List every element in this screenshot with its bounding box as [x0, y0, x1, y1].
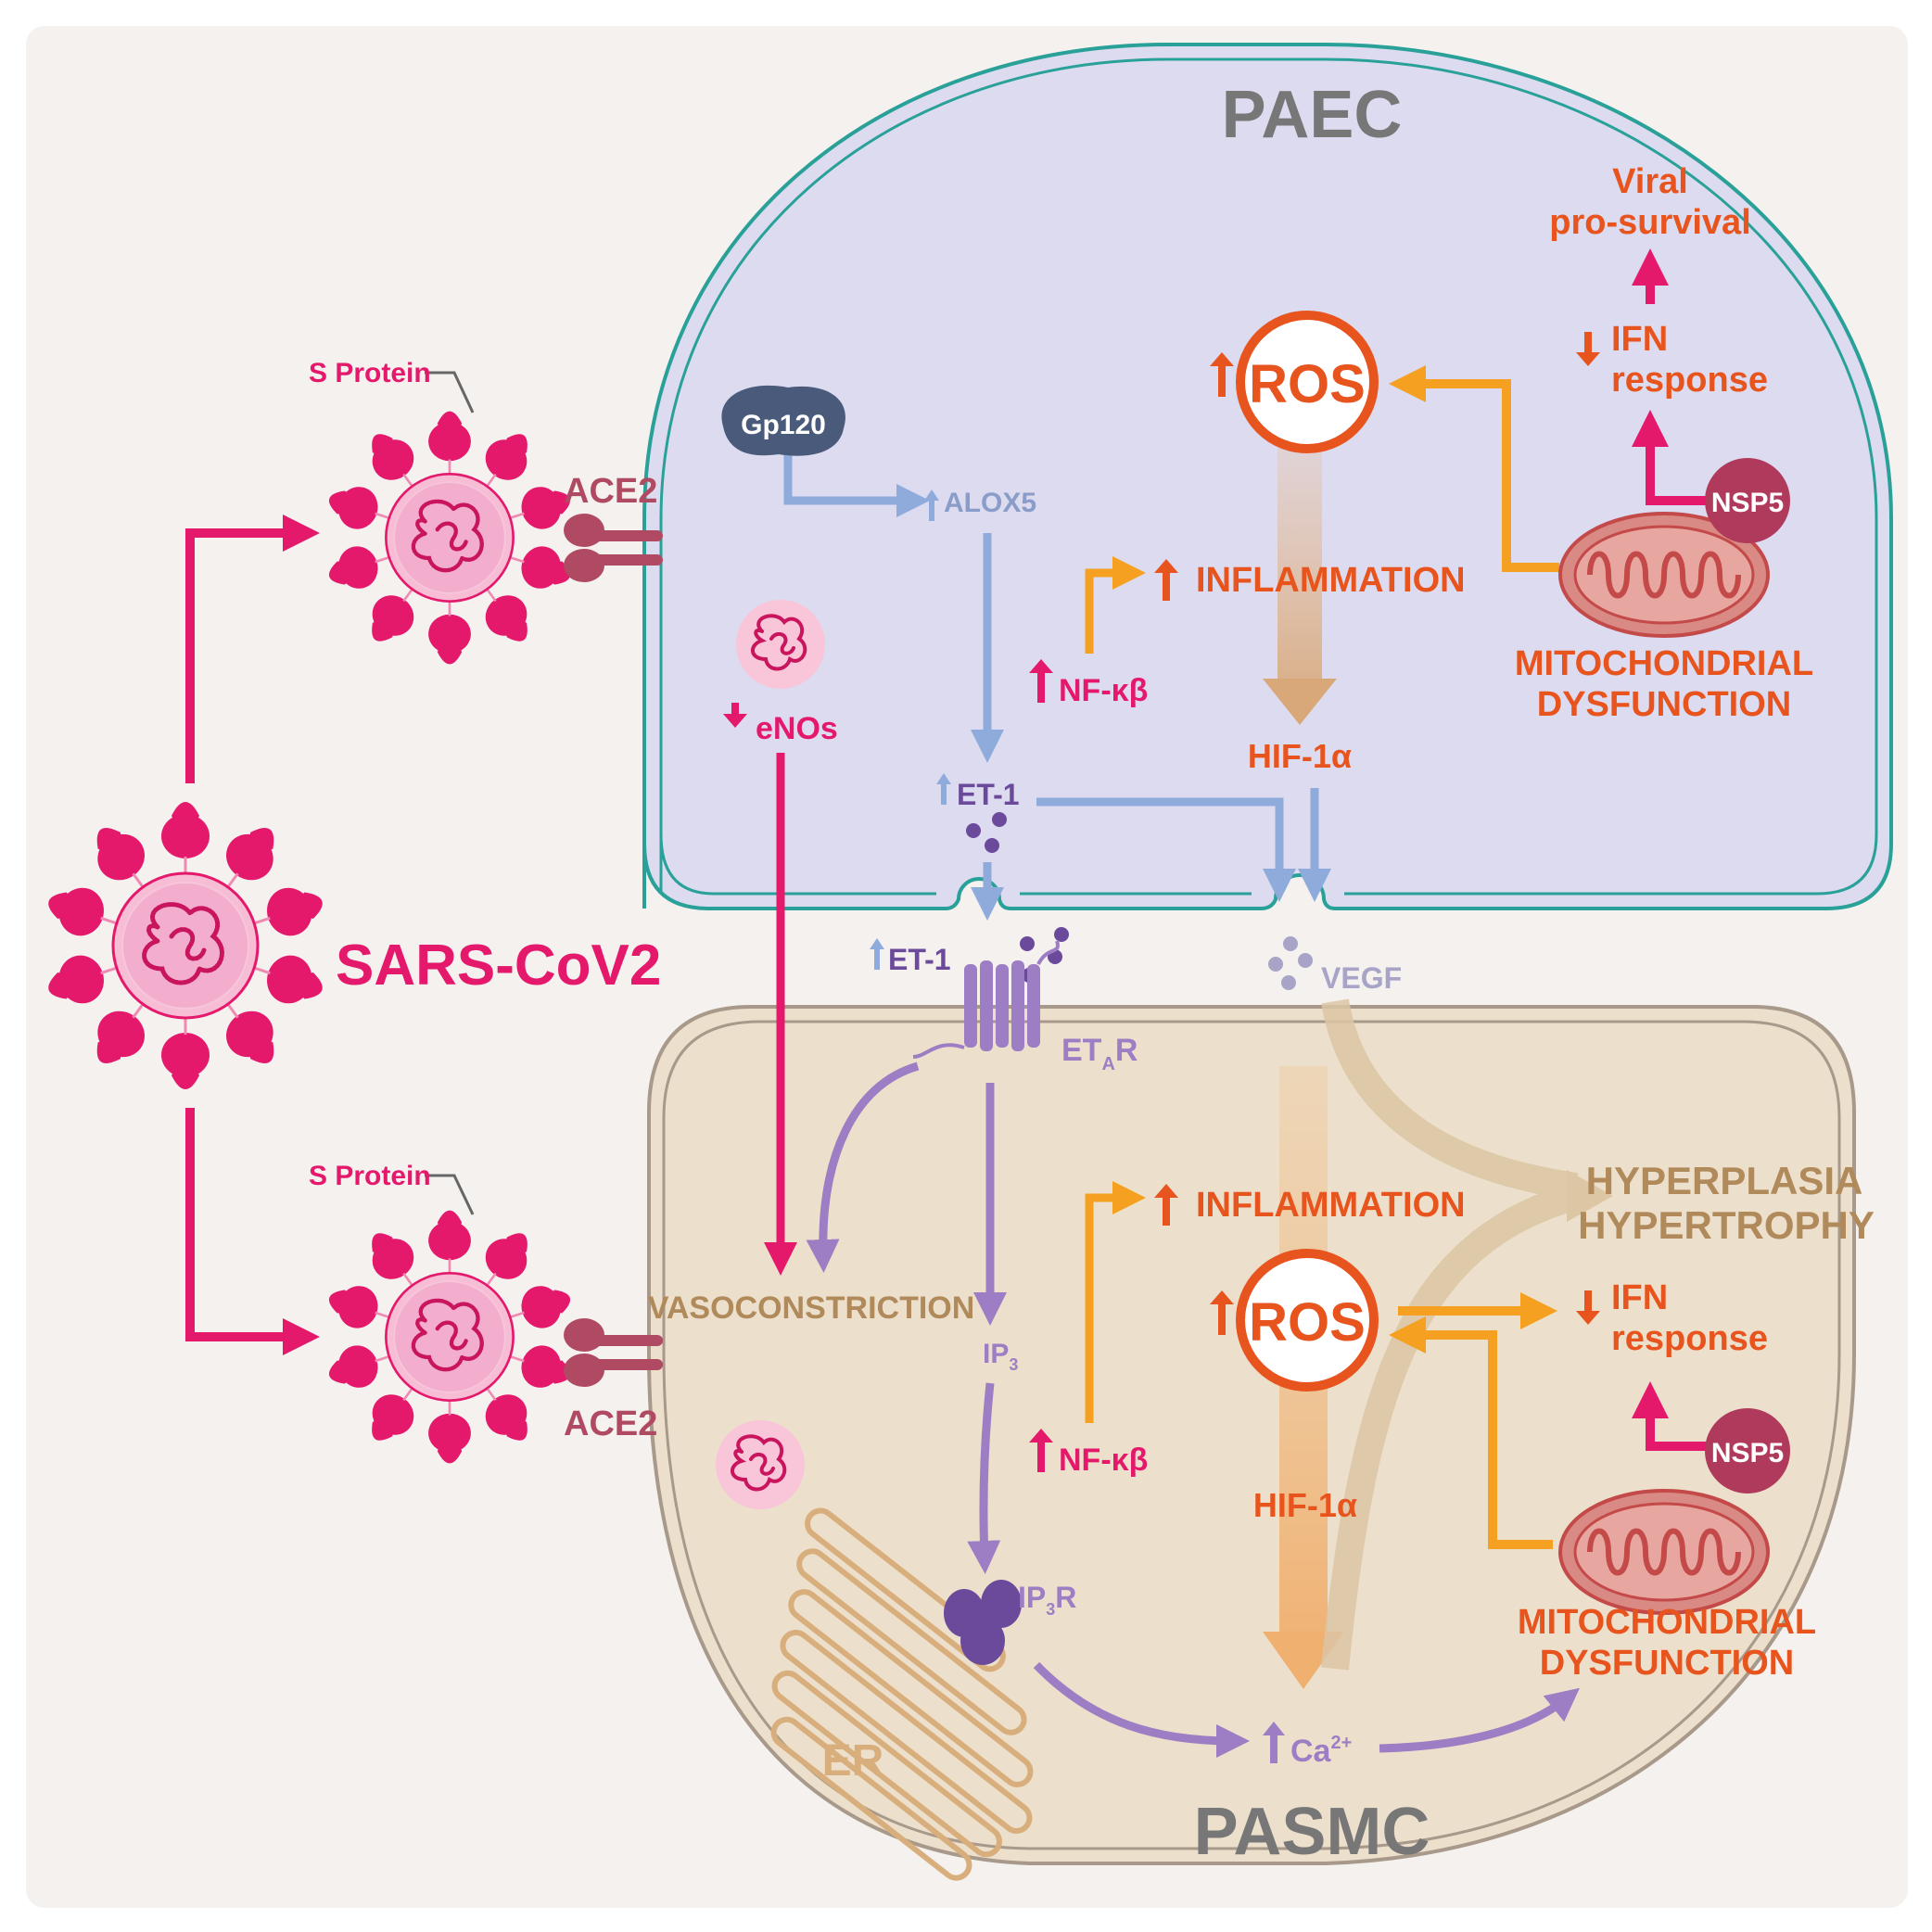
- ca-to-mito-arrow: [1379, 1687, 1581, 1753]
- virus-to-pasmc-arrow: [185, 1108, 320, 1355]
- inflammation-label-bottom: INFLAMMATION: [1196, 1186, 1466, 1225]
- nsp5-to-ifn-arrow-top: [1632, 410, 1706, 505]
- mito-to-ros-arrow-top: [1389, 365, 1559, 572]
- er-organelle: [770, 1507, 1034, 1881]
- ifn-bottom-down-arrow: [1576, 1290, 1600, 1325]
- nfkb-to-inflammation-arrow-top: [1085, 556, 1146, 654]
- nfkb-bottom-up-arrow: [1029, 1429, 1053, 1472]
- gp120-blob: [721, 385, 845, 456]
- et1-to-vegf-arrow: [1036, 797, 1296, 902]
- pasmc-title: PASMC: [1194, 1795, 1430, 1869]
- vasoconstriction-label: VASOCONSTRICTION: [648, 1290, 975, 1326]
- ace2-label-bottom: ACE2: [564, 1405, 657, 1443]
- s-protein-leader-top: [425, 371, 475, 413]
- mito-bottom-line2: DYSFUNCTION: [1540, 1644, 1794, 1683]
- gp120-label: Gp120: [741, 410, 826, 440]
- ca-up-arrow: [1263, 1722, 1285, 1763]
- et1-cleft-up-arrow: [870, 938, 884, 970]
- inflammation-top-up-arrow: [1154, 559, 1178, 601]
- nfkb-label-bottom: NF-κβ: [1059, 1443, 1148, 1478]
- ace2-label-top: ACE2: [564, 472, 657, 511]
- gp120-to-alox5-arrow: [783, 454, 930, 517]
- eta-receptor: [912, 940, 1060, 1059]
- ip3-label: IP3: [983, 1339, 1018, 1374]
- nsp5-circle-bottom: [1705, 1408, 1790, 1493]
- pasmc-cell: [647, 1005, 1856, 1865]
- viral-label-line2: pro-survival: [1549, 203, 1751, 242]
- et1-particles: [966, 812, 1069, 983]
- ros-label-bottom: ROS: [1249, 1292, 1366, 1353]
- eta-to-vasoconstriction-arrow: [806, 1061, 920, 1273]
- s-protein-label-bottom: S Protein: [309, 1161, 431, 1191]
- nsp5-to-ifn-arrow-bottom: [1632, 1381, 1706, 1451]
- nsp5-label-bottom: NSP5: [1711, 1438, 1784, 1468]
- enos-down-arrow: [723, 703, 747, 728]
- ifn-top-line1: IFN: [1611, 320, 1668, 359]
- paec-title: PAEC: [1222, 78, 1403, 152]
- hif-label-bottom: HIF-1α: [1253, 1486, 1357, 1524]
- hif-label-top: HIF-1α: [1248, 737, 1352, 775]
- ros-label-top: ROS: [1249, 354, 1366, 414]
- s-protein-leader-bottom: [425, 1174, 475, 1215]
- nfkb-to-inflammation-arrow-bottom: [1085, 1181, 1146, 1423]
- et1-paec-up-arrow: [936, 773, 951, 805]
- sars-cov2-label: SARS-CoV2: [336, 934, 661, 998]
- mito-top-line2: DYSFUNCTION: [1537, 685, 1791, 724]
- s-protein-label-top: S Protein: [309, 358, 431, 388]
- mito-top-line1: MITOCHONDRIAL: [1515, 644, 1813, 683]
- mito-bottom-line1: MITOCHONDRIAL: [1518, 1603, 1816, 1642]
- hypertrophy-label: HYPERTROPHY: [1578, 1203, 1875, 1247]
- vegf-label: VEGF: [1321, 961, 1402, 995]
- nfkb-top-up-arrow: [1029, 659, 1053, 703]
- hyperplasia-arrowhead: [1567, 1170, 1613, 1222]
- ifn-bottom-line1: IFN: [1611, 1278, 1668, 1317]
- eta-r-label: ETAR: [1061, 1033, 1138, 1074]
- ifn-top-line2: response: [1611, 361, 1768, 400]
- ifn-bottom-line2: response: [1611, 1319, 1768, 1358]
- mitochondrion-bottom: [1560, 1491, 1768, 1613]
- vegf-particles: [1268, 936, 1313, 990]
- inflammation-label-top: INFLAMMATION: [1196, 561, 1466, 600]
- ros-top-up-arrow: [1210, 352, 1234, 397]
- alox5-label: ALOX5: [944, 488, 1036, 518]
- er-label: ER: [822, 1736, 884, 1786]
- viral-rna-paec: [734, 598, 827, 691]
- ros-circle-bottom: [1236, 1249, 1379, 1392]
- et1-paec-label: ET-1: [957, 778, 1020, 811]
- nsp5-circle-top: [1705, 458, 1790, 543]
- nsp5-label-top: NSP5: [1711, 488, 1784, 518]
- paec-cell: [642, 43, 1893, 910]
- ip3r-channel: [944, 1580, 1022, 1665]
- hyperplasia-label: HYPERPLASIA: [1586, 1159, 1863, 1202]
- ifn-top-down-arrow: [1576, 332, 1600, 366]
- enos-label: eNOs: [756, 711, 838, 746]
- et1-cleft-label: ET-1: [888, 943, 951, 976]
- viral-label-line1: Viral: [1612, 162, 1688, 201]
- ca-label: Ca2+: [1290, 1733, 1352, 1769]
- indicator-arrows: [723, 332, 1600, 1763]
- ros-to-hif-arrow-top: [1263, 447, 1337, 725]
- ros-bottom-up-arrow: [1210, 1290, 1234, 1335]
- alox5-up-arrow: [924, 489, 939, 521]
- viral-rna-pasmc: [714, 1418, 807, 1511]
- virus-to-paec-arrow: [185, 515, 320, 783]
- ip3r-label: IP3R: [1018, 1581, 1076, 1619]
- ip3r-to-ca-arrow: [1033, 1661, 1250, 1758]
- nfkb-label-top: NF-κβ: [1059, 673, 1148, 708]
- mito-to-ros-arrow-bottom: [1389, 1316, 1553, 1549]
- ros-circle-top: [1236, 311, 1379, 453]
- ip3-to-ip3r-arrow: [967, 1382, 1001, 1574]
- inflammation-bottom-up-arrow: [1154, 1184, 1178, 1226]
